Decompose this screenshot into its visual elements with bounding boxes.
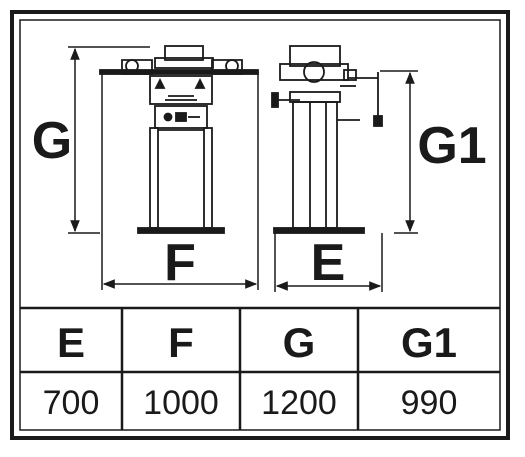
front-width-label: F [164, 234, 196, 292]
dimensions-table [20, 306, 500, 430]
inner-border [19, 19, 501, 431]
side-height-dimension [380, 70, 418, 234]
table-value-f: 1000 [143, 384, 219, 422]
outer-border [10, 10, 510, 440]
side-view-drawing [271, 45, 383, 234]
table-header-e: E [57, 319, 85, 366]
side-height-label: G1 [417, 117, 486, 175]
table-value-g: 1200 [261, 384, 337, 422]
front-width-dimension [101, 72, 259, 290]
table-value-g1: 990 [401, 384, 458, 422]
side-width-label: E [311, 234, 346, 292]
table-value-e: 700 [43, 384, 100, 422]
front-height-dimension [68, 46, 150, 234]
front-height-label: G [32, 112, 72, 170]
table-header-g1: G1 [401, 319, 457, 366]
table-header-f: F [168, 319, 194, 366]
front-view-drawing [99, 45, 259, 234]
side-width-dimension [274, 233, 383, 292]
table-header-g: G [283, 319, 316, 366]
